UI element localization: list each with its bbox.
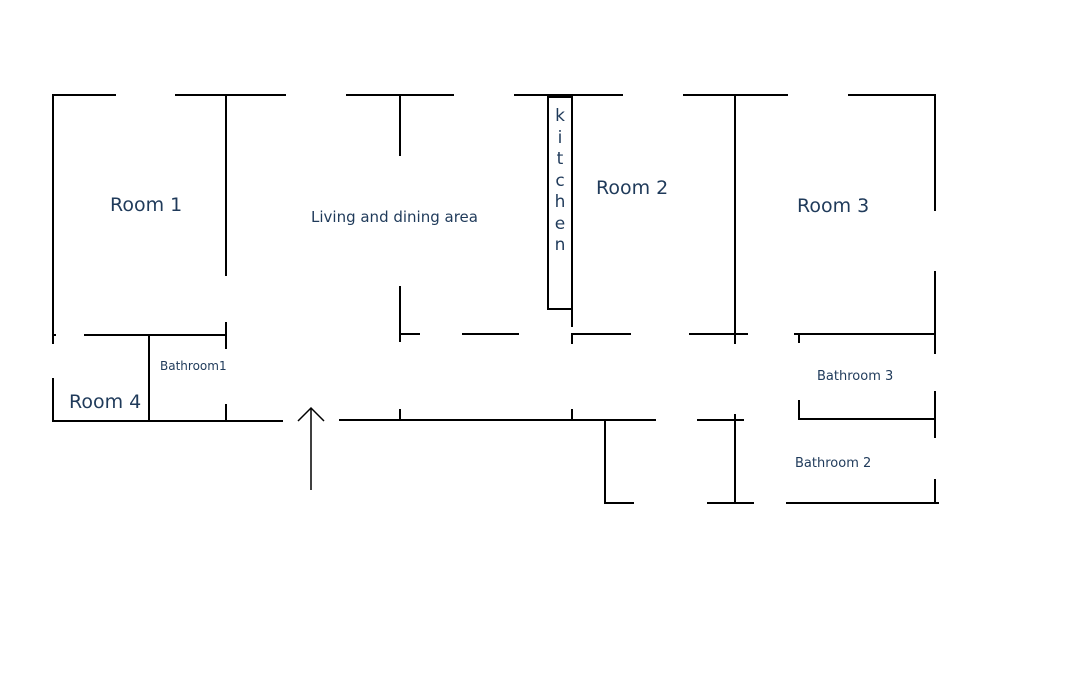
bathroom2-label: Bathroom 2 bbox=[795, 456, 872, 471]
kitchen-letter: k bbox=[555, 106, 565, 126]
room4-label: Room 4 bbox=[69, 391, 142, 413]
kitchen-letter: e bbox=[554, 213, 566, 234]
up-arrow-head bbox=[297, 406, 325, 422]
room2-label: Room 2 bbox=[596, 177, 669, 199]
living-dining-label: Living and dining area bbox=[311, 208, 478, 226]
kitchen-letter: h bbox=[554, 192, 566, 212]
walls bbox=[52, 94, 939, 504]
room1-label: Room 1 bbox=[110, 194, 183, 216]
kitchen-letter: c bbox=[555, 170, 565, 191]
room3-label: Room 3 bbox=[797, 195, 870, 217]
bathroom3-label: Bathroom 3 bbox=[817, 369, 894, 384]
entrance-arrow bbox=[297, 406, 325, 490]
kitchen-letter: t bbox=[556, 149, 564, 169]
bathroom1-label: Bathroom1 bbox=[160, 359, 227, 373]
kitchen-letter: n bbox=[554, 235, 566, 255]
kitchen-letter: i bbox=[557, 127, 563, 148]
kitchen-counter bbox=[547, 96, 573, 310]
